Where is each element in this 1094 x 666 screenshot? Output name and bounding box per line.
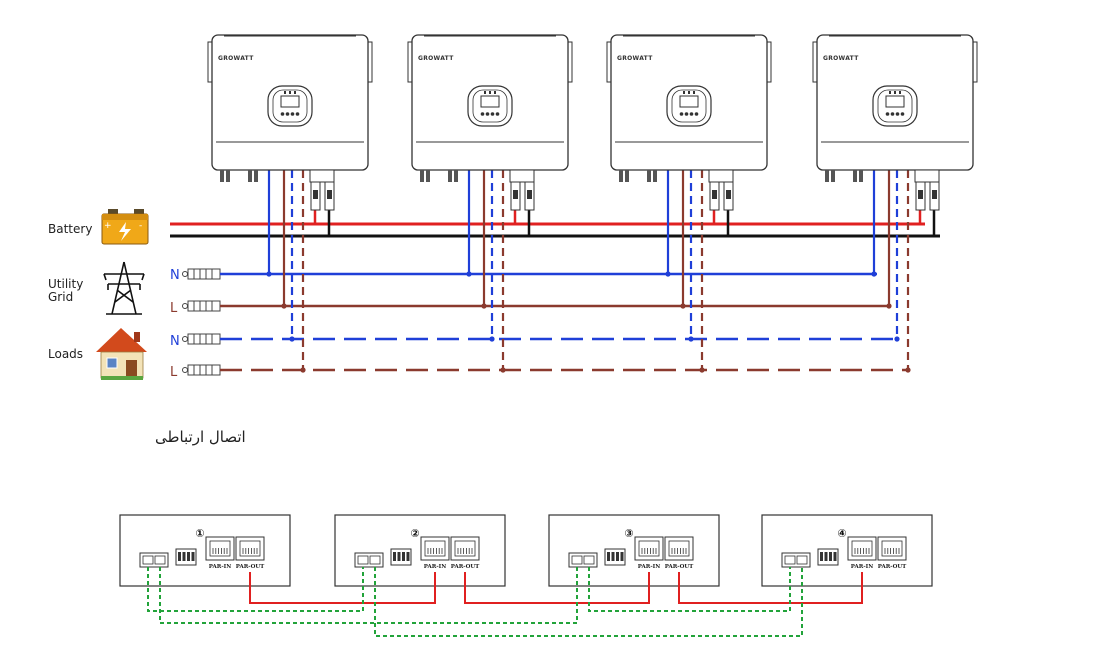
svg-text:-: -	[139, 221, 142, 231]
load-live-label: L	[170, 365, 178, 380]
par-in-port-label: PAR-IN	[424, 564, 446, 570]
battery-icon: + -	[101, 209, 149, 245]
par-in-port-label: PAR-IN	[209, 564, 231, 570]
inverters: GROWATT GROWATT GROWATT GROWATT	[207, 34, 978, 211]
terminal-block-icon	[182, 300, 221, 312]
communication-caption: اتصال ارتباطی	[155, 428, 246, 446]
unit-number: ②	[410, 527, 419, 540]
comm-unit-box: ④ PAR-IN PAR-OUT	[761, 514, 933, 587]
current-share-cable	[374, 567, 803, 637]
junction-dot	[680, 303, 686, 309]
inverter-unit: GROWATT	[606, 34, 772, 211]
dip-switch-icon	[175, 548, 197, 566]
par-out-port-label: PAR-OUT	[236, 564, 265, 570]
rj45-port-icon: PAR-OUT	[235, 536, 265, 570]
display-screen-icon	[267, 85, 313, 127]
inverter-unit: GROWATT	[812, 34, 978, 211]
junction-dot	[688, 336, 694, 342]
battery-breaker	[309, 169, 335, 211]
load-neutral-label: N	[170, 334, 180, 349]
unit-number: ④	[837, 527, 846, 540]
junction-dot	[289, 336, 295, 342]
par-in-port-label: PAR-IN	[851, 564, 873, 570]
svg-text:+: +	[104, 221, 112, 231]
rj45-port-icon: PAR-OUT	[450, 536, 480, 570]
comm-terminal-icon	[354, 552, 384, 568]
junction-dot	[699, 367, 705, 373]
parallel-comm-cable	[464, 572, 650, 604]
junction-dot	[489, 336, 495, 342]
junction-dot	[871, 271, 877, 277]
par-out-port-label: PAR-OUT	[665, 564, 694, 570]
comm-unit-box: ③ PAR-IN PAR-OUT	[548, 514, 720, 587]
rj45-port-icon: PAR-IN	[634, 536, 664, 570]
unit-number: ③	[624, 527, 633, 540]
comm-terminal-icon	[568, 552, 598, 568]
inverter-unit: GROWATT	[407, 34, 573, 211]
par-in-port-label: PAR-IN	[638, 564, 660, 570]
brand-logo: GROWATT	[823, 55, 859, 62]
current-share-cable	[147, 567, 364, 612]
house-icon	[96, 328, 147, 380]
junction-dot	[500, 367, 506, 373]
junction-dot	[886, 303, 892, 309]
utility-neutral-label: N	[170, 268, 180, 283]
junction-dot	[300, 367, 306, 373]
current-share-cable	[588, 567, 791, 612]
brand-logo: GROWATT	[617, 55, 653, 62]
dip-switch-icon	[390, 548, 412, 566]
terminal-block-icon	[182, 268, 221, 280]
display-screen-icon	[467, 85, 513, 127]
battery-breaker	[708, 169, 734, 211]
current-share-cable	[159, 567, 578, 624]
battery-label: Battery	[48, 222, 92, 236]
transmission-tower-icon	[103, 261, 145, 315]
communication-diagram: ① PAR-IN PAR-OUT ② PAR-IN PAR-OUT ③ PAR-IN PAR-O…	[119, 514, 933, 637]
brand-logo: GROWATT	[218, 55, 254, 62]
rj45-port-icon: PAR-IN	[847, 536, 877, 570]
rj45-port-icon: PAR-OUT	[664, 536, 694, 570]
junction-dot	[281, 303, 287, 309]
junction-dot	[481, 303, 487, 309]
rj45-port-icon: PAR-IN	[420, 536, 450, 570]
comm-unit-box: ② PAR-IN PAR-OUT	[334, 514, 506, 587]
par-out-port-label: PAR-OUT	[878, 564, 907, 570]
inverter-drop-wires	[266, 170, 936, 373]
parallel-comm-cable	[678, 572, 863, 604]
loads-label: Loads	[48, 347, 83, 361]
utility-live-label: L	[170, 301, 178, 316]
display-screen-icon	[666, 85, 712, 127]
rj45-port-icon: PAR-OUT	[877, 536, 907, 570]
battery-breaker	[914, 169, 940, 211]
comm-unit-box: ① PAR-IN PAR-OUT	[119, 514, 291, 587]
bus-lines	[170, 222, 940, 376]
dip-switch-icon	[817, 548, 839, 566]
junction-dot	[905, 367, 911, 373]
parallel-comm-cable	[249, 572, 436, 604]
par-out-port-label: PAR-OUT	[451, 564, 480, 570]
comm-terminal-icon	[781, 552, 811, 568]
battery-breaker	[509, 169, 535, 211]
terminal-block-icon	[182, 333, 221, 345]
junction-dot	[894, 336, 900, 342]
sources: Battery + - Utility Grid Loads	[48, 209, 180, 380]
comm-terminal-icon	[139, 552, 169, 568]
junction-dot	[665, 271, 671, 277]
terminal-block-icon	[182, 364, 221, 376]
dip-switch-icon	[604, 548, 626, 566]
utility-label-line1: Utility	[48, 277, 83, 291]
inverter-unit: GROWATT	[207, 34, 373, 211]
unit-number: ①	[195, 527, 204, 540]
junction-dot	[466, 271, 472, 277]
junction-dot	[266, 271, 272, 277]
brand-logo: GROWATT	[418, 55, 454, 62]
utility-label-line2: Grid	[48, 290, 73, 304]
display-screen-icon	[872, 85, 918, 127]
rj45-port-icon: PAR-IN	[205, 536, 235, 570]
